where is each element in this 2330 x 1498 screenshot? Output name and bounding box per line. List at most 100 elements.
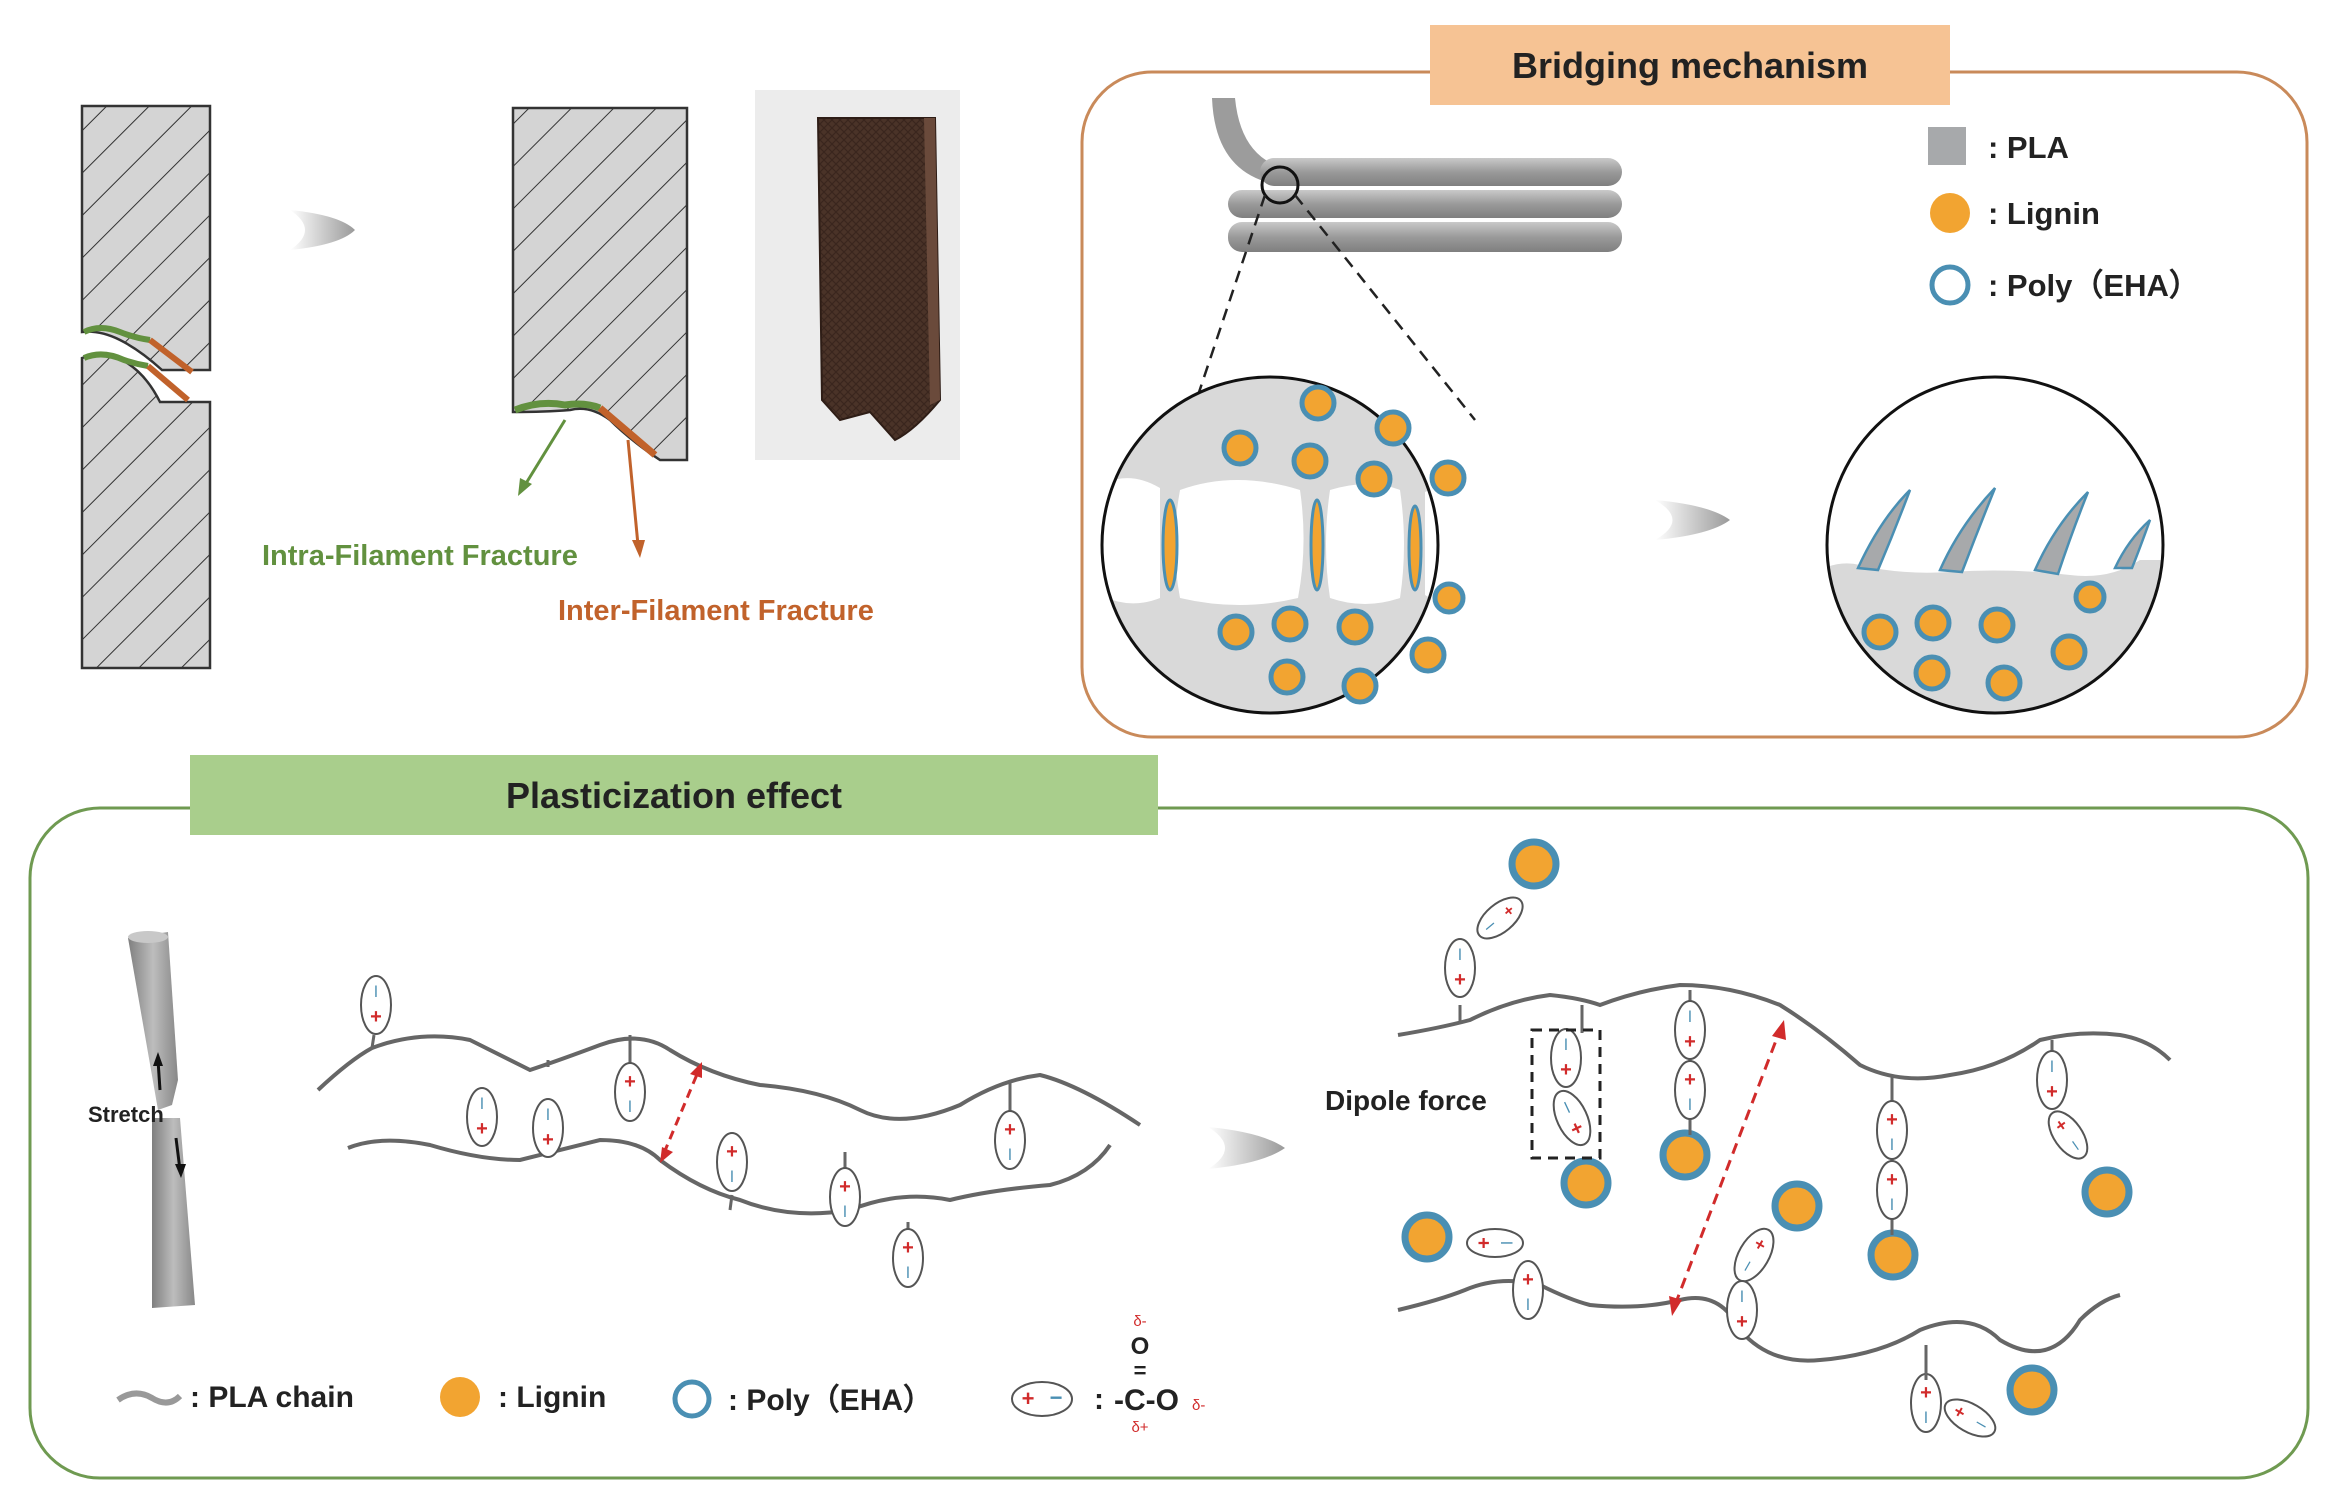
svg-text:ǀ: ǀ [1924, 1410, 1928, 1427]
svg-text:+: + [1472, 1237, 1494, 1249]
legend-pla-chain-swatch [116, 1390, 183, 1406]
plasticization-title: Plasticization effect [506, 775, 842, 816]
legend-poly-text: : Poly（EHA） [1988, 268, 2200, 303]
intra-filament-label: Intra-Filament Fracture [262, 540, 578, 572]
svg-text:ǀ: ǀ [843, 1204, 847, 1221]
carboxyl-delta-right: δ- [1192, 1397, 1205, 1414]
svg-text:ǀ: ǀ [374, 984, 378, 1001]
specimen-lower-half [80, 354, 212, 670]
svg-text:ǀ: ǀ [1890, 1197, 1894, 1214]
filament-middle [1228, 190, 1622, 218]
plasticization-arrow [1208, 1127, 1285, 1169]
legend-poly-swatch-bottom [672, 1379, 712, 1419]
inter-crack-upper [148, 337, 194, 375]
bridging-magnified-before [1100, 375, 1467, 715]
dipole-highlight-box [1530, 1028, 1602, 1160]
bridging-title: Bridging mechanism [1512, 45, 1868, 86]
inter-crack-right [597, 405, 658, 458]
lignin-particles-before [1217, 384, 1467, 705]
gap-arrow-right-head-b [1669, 1296, 1682, 1316]
svg-text:ǀ: ǀ [1688, 1097, 1692, 1114]
intra-crack-lower [82, 351, 149, 369]
zoom-marker [1260, 165, 1300, 205]
svg-text:+: + [1736, 1311, 1748, 1333]
legend-dipole-minus: − [1050, 1385, 1063, 1410]
svg-text:+: + [1454, 969, 1466, 991]
svg-text:ǀ: ǀ [1497, 1241, 1514, 1245]
svg-text:+: + [1886, 1109, 1898, 1131]
bridging-magnified-after [1825, 375, 2165, 715]
zoom-line-right [1294, 194, 1476, 421]
filament-top [1260, 158, 1622, 186]
plasticization-panel: Plasticization effect Stretch ǀ+ [28, 755, 2310, 1480]
carboxyl-double-bond: = [1134, 1358, 1147, 1383]
legend-lignin-text-bottom: : Lignin [498, 1381, 606, 1414]
svg-text:ǀ: ǀ [1526, 1297, 1530, 1314]
dipole-units-right: ǀ+ +ǀ ǀ+ ǀ+ ǀ+ +ǀ +ǀ +ǀ ǀ+ +ǀ +ǀ ǀ+ ǀ+ +… [1444, 896, 2089, 1438]
gap-arrow-right-head-a [1772, 1020, 1786, 1040]
legend-poly-text-bottom: : Poly（EHA） [728, 1383, 933, 1417]
svg-text:ǀ: ǀ [546, 1107, 550, 1124]
svg-text:ǀ: ǀ [1740, 1289, 1744, 1306]
svg-text:+: + [839, 1176, 851, 1198]
svg-text:+: + [476, 1118, 488, 1140]
stretched-rod [128, 931, 195, 1308]
fibril-tips [1856, 487, 2152, 576]
svg-text:ǀ: ǀ [906, 1265, 910, 1282]
svg-text:+: + [542, 1129, 554, 1151]
legend-lignin-swatch-bottom [440, 1377, 480, 1417]
svg-text:+: + [1004, 1119, 1016, 1141]
svg-text:+: + [1522, 1269, 1534, 1291]
pla-chains-right [1397, 982, 2172, 1363]
svg-text:+: + [1560, 1059, 1572, 1081]
specimen-photo-edge [924, 118, 940, 405]
fracture-arrow [290, 210, 355, 250]
inter-pointer-head [632, 540, 645, 558]
dipole-units-left: ǀ+ ǀ+ ǀ+ +ǀ +ǀ +ǀ +ǀ +ǀ [360, 975, 1026, 1288]
bridging-arrow [1655, 500, 1730, 540]
bridging-panel: Bridging mechanism : PLA : Lignin : Poly… [1080, 25, 2309, 739]
gap-arrow-left-head-b [660, 1147, 673, 1163]
intra-pointer-head [518, 478, 532, 496]
svg-text:ǀ: ǀ [2050, 1059, 2054, 1076]
intra-crack-right [513, 399, 602, 414]
crack-voids [1102, 478, 1438, 605]
svg-text:ǀ: ǀ [1458, 947, 1462, 964]
bound-lignin-right [1401, 838, 2133, 1416]
svg-text:ǀ: ǀ [730, 1169, 734, 1186]
lignin-particles-after [1861, 580, 2107, 702]
legend-dipole-swatch [1011, 1381, 1073, 1417]
svg-text:ǀ: ǀ [1742, 1258, 1753, 1274]
gap-arrow-left [662, 1071, 700, 1154]
dipole-force-label: Dipole force [1325, 1085, 1487, 1116]
fracture-panel: Intra-Filament Fracture Inter-Filament F… [80, 90, 960, 670]
svg-text:+: + [1886, 1169, 1898, 1191]
intra-pointer [523, 419, 567, 486]
legend-dipole-plus: + [1022, 1386, 1035, 1411]
specimen-photo [816, 117, 942, 442]
legend-poly-swatch [1929, 264, 1971, 306]
svg-text:ǀ: ǀ [480, 1096, 484, 1113]
legend-dipole-colon: : [1094, 1383, 1104, 1416]
inter-pointer [626, 439, 640, 546]
svg-text:+: + [2046, 1081, 2058, 1103]
intra-crack-upper [82, 325, 151, 343]
svg-text:+: + [1920, 1382, 1932, 1404]
bridging-header [1430, 25, 1950, 105]
legend-pla-swatch [1928, 127, 1966, 165]
svg-text:+: + [1684, 1069, 1696, 1091]
svg-text:+: + [726, 1141, 738, 1163]
carboxyl-delta-top: δ- [1133, 1313, 1146, 1330]
pla-chains-left [316, 1034, 1142, 1216]
plasticization-header [190, 755, 1158, 835]
svg-text:ǀ: ǀ [1973, 1419, 1989, 1430]
legend-pla-text: : PLA [1988, 130, 2069, 165]
svg-text:+: + [902, 1237, 914, 1259]
carboxyl-oxygen: O [1131, 1333, 1150, 1360]
bridging-fibrils [1161, 498, 1423, 592]
svg-text:ǀ: ǀ [1688, 1009, 1692, 1026]
filament-bend [1212, 98, 1280, 185]
gap-arrow-right [1673, 1029, 1782, 1306]
legend-lignin-swatch [1930, 193, 1970, 233]
